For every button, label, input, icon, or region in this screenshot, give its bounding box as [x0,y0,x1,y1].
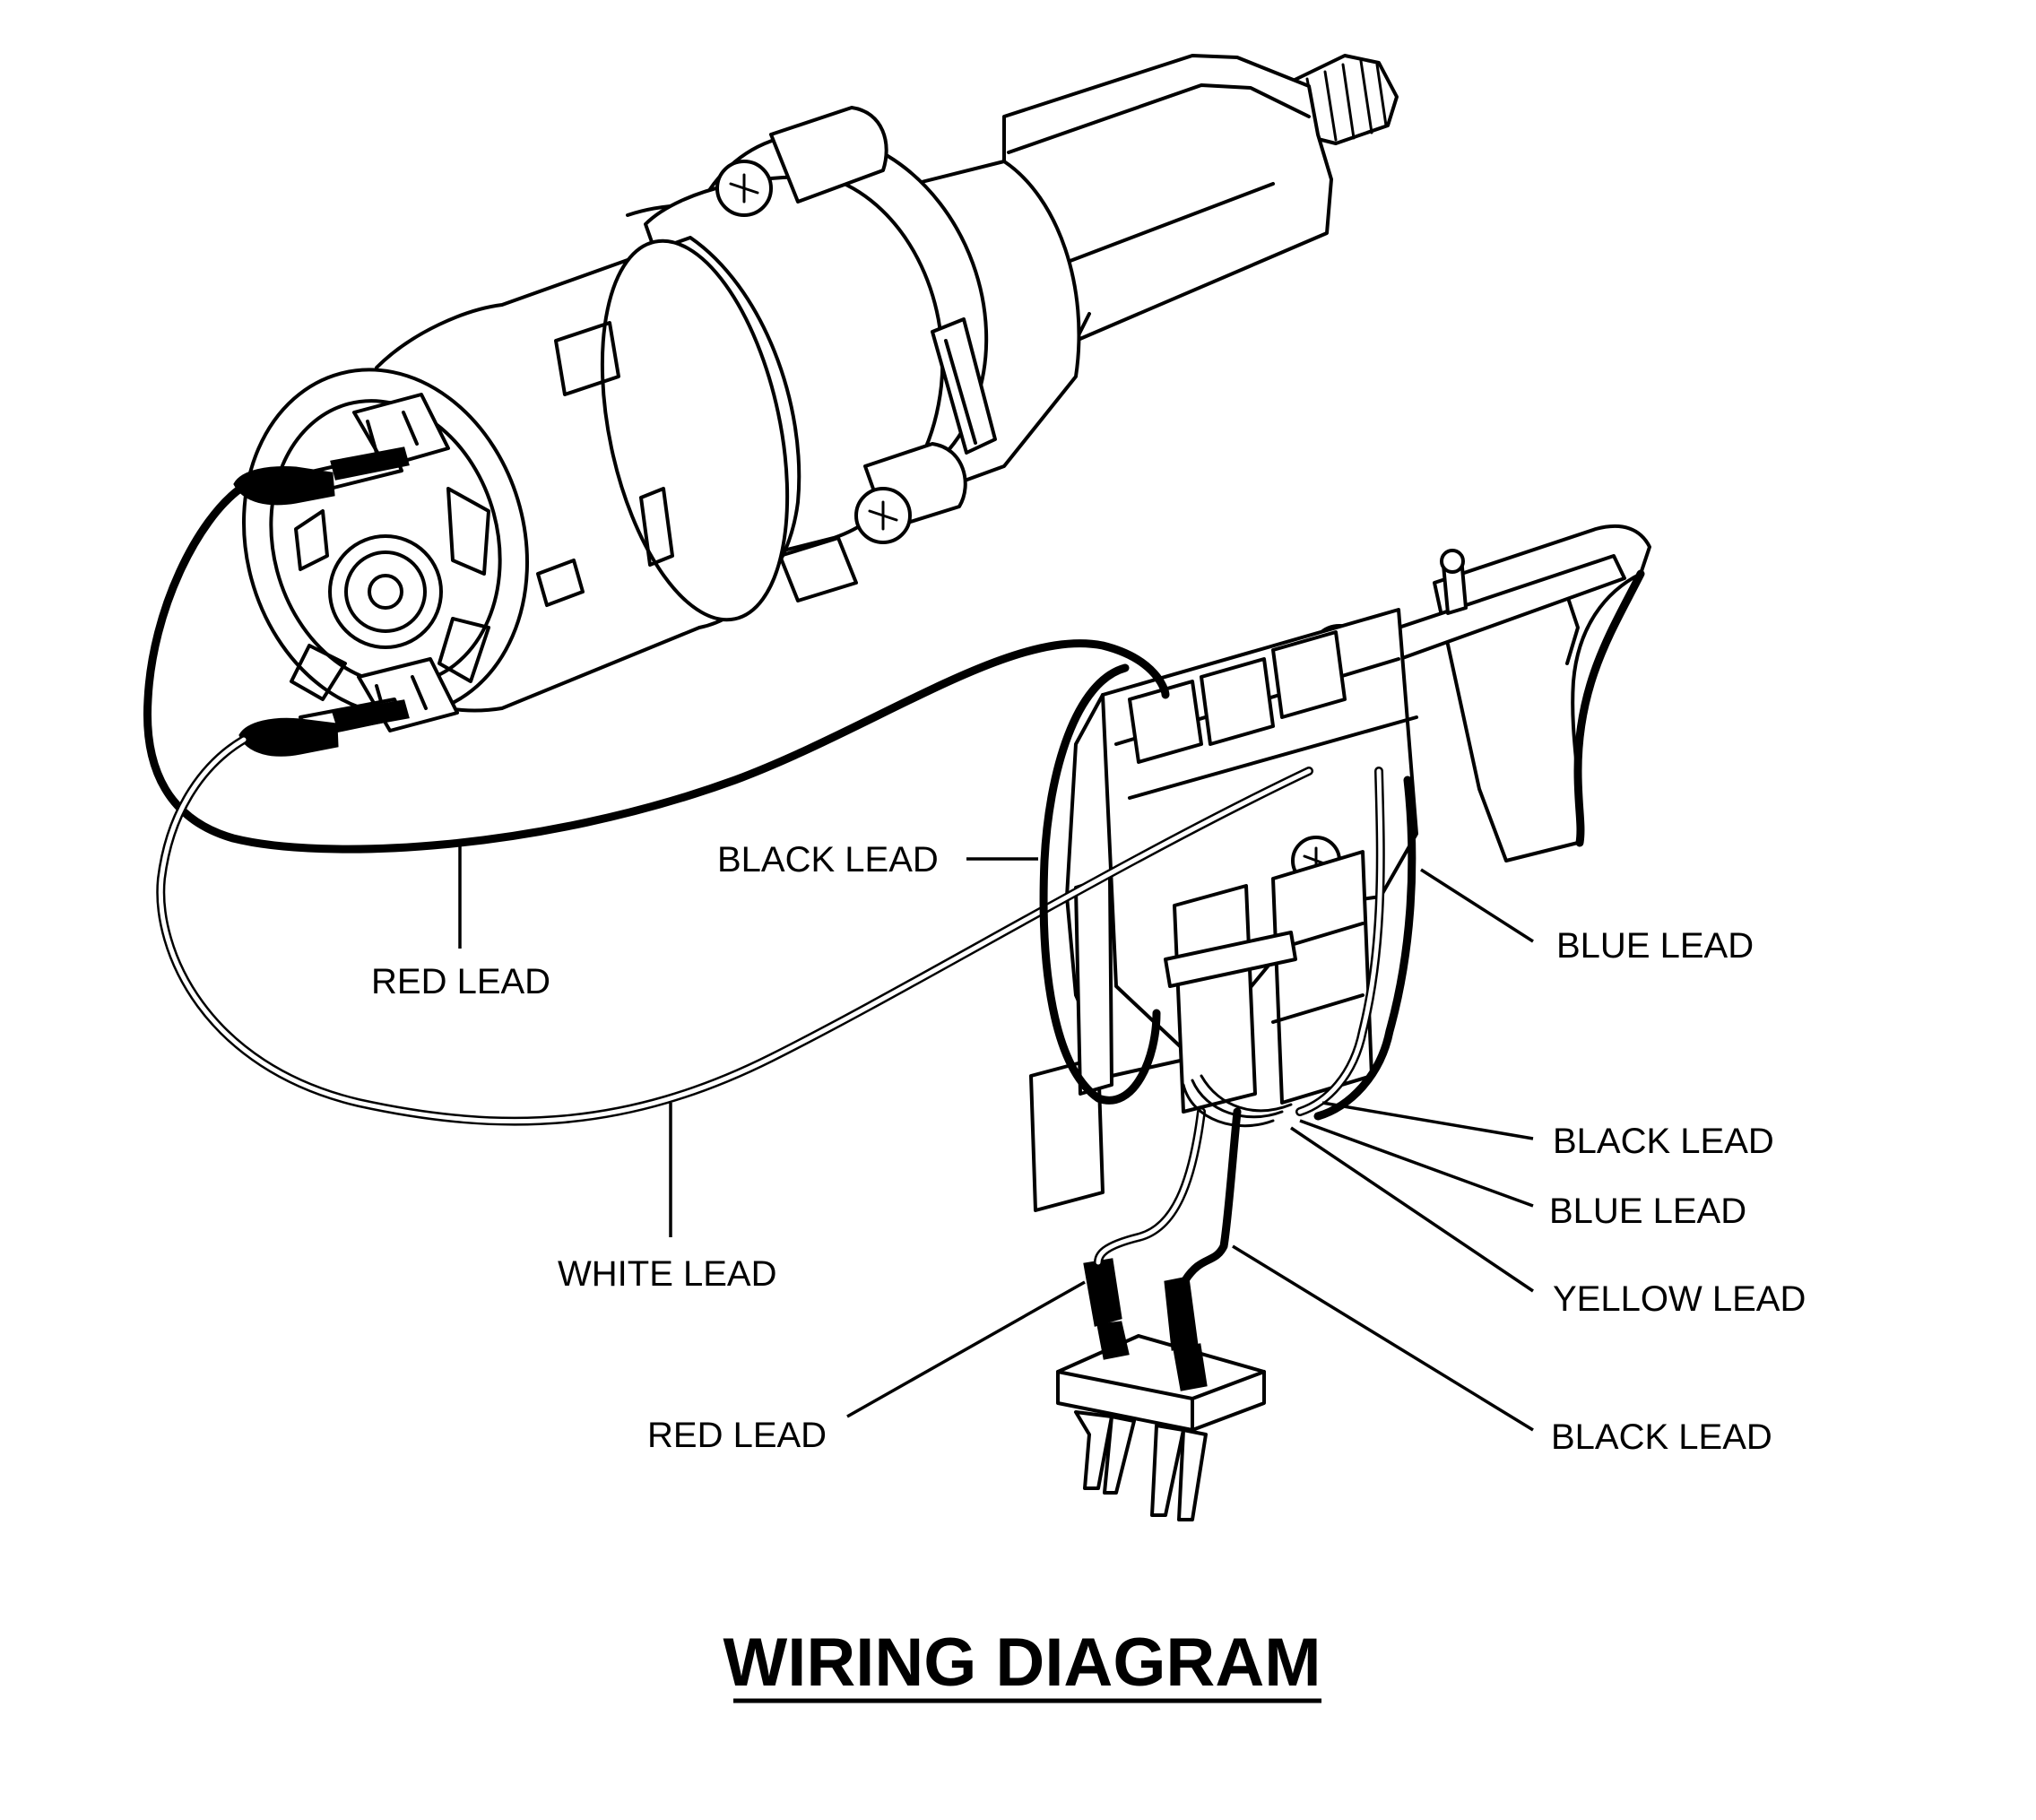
motor-terminal-upper [233,446,410,506]
wire-bundle [1182,1074,1293,1128]
screw-upper [715,106,888,217]
label-yellow-lead: YELLOW LEAD [1553,1279,1806,1319]
wire-red-terminal [1094,1107,1206,1267]
screw-lower [854,442,967,544]
label-black-lead-right-lower: BLACK LEAD [1551,1417,1772,1457]
wire-black-loop [1039,663,1161,1105]
label-white-lead: WHITE LEAD [558,1254,776,1294]
label-black-lead-right-upper: BLACK LEAD [1553,1122,1774,1161]
wire-white [156,735,1313,1126]
label-black-lead-left: BLACK LEAD [717,840,939,880]
wire-blue-upper [1295,767,1385,1116]
label-blue-lead-lower: BLUE LEAD [1549,1192,1746,1231]
battery-terminal-block [1056,1258,1266,1521]
wire-black-switch [1313,776,1417,1121]
label-blue-lead-upper: BLUE LEAD [1556,926,1754,966]
motor-terminal-lower [238,699,410,757]
wire-red-motor [143,484,1170,854]
label-red-lead-terminal: RED LEAD [647,1416,827,1455]
label-red-lead-motor: RED LEAD [371,962,550,1001]
wire-black-terminal [1181,1107,1242,1285]
diagram-title: WIRING DIAGRAM [723,1625,1321,1701]
